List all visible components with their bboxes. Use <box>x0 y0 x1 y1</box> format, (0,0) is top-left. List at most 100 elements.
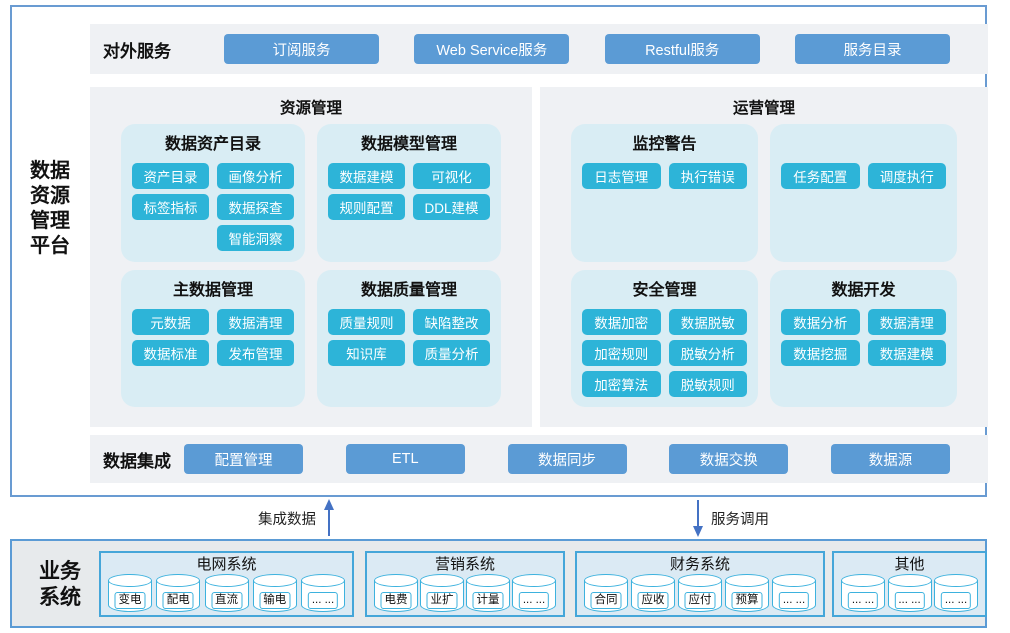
database-cylinder-icon: 计量 <box>466 574 510 612</box>
system-title: 其他 <box>894 556 925 573</box>
publish-mgmt-button[interactable]: 发布管理 <box>217 340 294 366</box>
knowledge-base-button[interactable]: 知识库 <box>328 340 405 366</box>
data-mining-button[interactable]: 数据挖掘 <box>781 340 860 366</box>
database-cylinder-icon: 预算 <box>725 574 769 612</box>
database-cylinder-icon: ... ... <box>512 574 556 612</box>
database-cylinder-icon: 应收 <box>631 574 675 612</box>
subpanel-security-mgmt: 安全管理 数据加密 数据脱敏 加密规则 脱敏分析 加密算法 脱敏规则 <box>571 270 758 407</box>
encryption-algorithm-button[interactable]: 加密算法 <box>582 371 661 397</box>
database-cylinder-icon: 输电 <box>252 574 297 612</box>
service-catalog-button[interactable]: 服务目录 <box>794 34 950 64</box>
business-systems-title: 业务 系统 <box>39 560 81 609</box>
database-cylinder-icon: 合同 <box>584 574 628 612</box>
encryption-rules-button[interactable]: 加密规则 <box>582 340 661 366</box>
database-cylinder-icon: 应付 <box>678 574 722 612</box>
system-box-other: 其他 ... ... ... ... ... ... <box>832 551 987 617</box>
subpanel-data-quality-mgmt: 数据质量管理 质量规则 缺陷整改 知识库 质量分析 <box>317 270 501 407</box>
operations-management-panel: 运营管理 监控警告 日志管理 执行错误 任务配置 调度执行 <box>540 87 988 427</box>
visualization-button[interactable]: 可视化 <box>413 163 490 189</box>
etl-button[interactable]: ETL <box>345 444 465 474</box>
smart-insight-button[interactable]: 智能洞察 <box>217 225 294 251</box>
system-box-power-grid: 电网系统 变电 配电 直流 输电 ... ... <box>99 551 354 617</box>
task-config-button[interactable]: 任务配置 <box>781 163 860 189</box>
data-standard-button[interactable]: 数据标准 <box>132 340 209 366</box>
data-integration-row: 数据集成 配置管理 ETL 数据同步 数据交换 数据源 <box>90 435 988 483</box>
down-arrow-icon <box>693 500 703 537</box>
tag-metrics-button[interactable]: 标签指标 <box>132 194 209 220</box>
schedule-exec-button[interactable]: 调度执行 <box>867 163 946 189</box>
subpanel-title: 主数据管理 <box>172 282 253 299</box>
operations-subpanels: 监控警告 日志管理 执行错误 任务配置 调度执行 安全管理 <box>540 116 988 407</box>
database-cylinder-icon: ... ... <box>772 574 816 612</box>
rule-config-button[interactable]: 规则配置 <box>328 194 405 220</box>
data-cleaning-dev-button[interactable]: 数据清理 <box>867 309 946 335</box>
data-cleaning-button[interactable]: 数据清理 <box>217 309 294 335</box>
defect-fix-button[interactable]: 缺陷整改 <box>413 309 490 335</box>
web-service-button[interactable]: Web Service服务 <box>414 34 570 64</box>
masking-analysis-button[interactable]: 脱敏分析 <box>668 340 747 366</box>
subpanel-title <box>779 133 948 158</box>
subpanel-title: 数据资产目录 <box>164 136 261 153</box>
database-cylinder-icon: ... ... <box>841 574 885 612</box>
system-title: 营销系统 <box>434 556 495 573</box>
log-mgmt-button[interactable]: 日志管理 <box>582 163 661 189</box>
platform-container: 数据 资源 管理 平台 对外服务 订阅服务 Web Service服务 Rest… <box>10 5 988 497</box>
subpanel-master-data-mgmt: 主数据管理 元数据 数据清理 数据标准 发布管理 <box>121 270 305 407</box>
masking-rules-button[interactable]: 脱敏规则 <box>668 371 747 397</box>
flow-integrate-data: 集成数据 <box>258 497 335 539</box>
data-sync-button[interactable]: 数据同步 <box>507 444 627 474</box>
data-encryption-button[interactable]: 数据加密 <box>582 309 661 335</box>
data-exploration-button[interactable]: 数据探查 <box>217 194 294 220</box>
subpanel-title: 安全管理 <box>632 282 697 299</box>
subpanel-monitoring-alert: 监控警告 日志管理 执行错误 <box>571 124 758 262</box>
subpanel-data-model-mgmt: 数据模型管理 数据建模 可视化 规则配置 DDL建模 <box>317 124 501 262</box>
flow-arrows-zone: 集成数据 服务调用 <box>0 497 1010 539</box>
database-cylinder-icon: 电费 <box>374 574 418 612</box>
subpanel-title: 数据质量管理 <box>360 282 457 299</box>
subpanel-task-scheduling: 任务配置 调度执行 <box>770 124 957 262</box>
business-systems-container: 业务 系统 电网系统 变电 配电 直流 输电 ... ... 营销系统 电费 业… <box>10 539 987 628</box>
external-services-buttons: 订阅服务 Web Service服务 Restful服务 服务目录 <box>172 34 988 64</box>
data-integration-buttons: 配置管理 ETL 数据同步 数据交换 数据源 <box>172 444 988 474</box>
system-box-finance: 财务系统 合同 应收 应付 预算 ... ... <box>575 551 825 617</box>
data-source-button[interactable]: 数据源 <box>831 444 950 474</box>
restful-service-button[interactable]: Restful服务 <box>604 34 760 64</box>
system-title: 电网系统 <box>196 556 257 573</box>
asset-catalog-button[interactable]: 资产目录 <box>132 163 209 189</box>
subpanel-data-asset-catalog: 数据资产目录 资产目录 画像分析 标签指标 数据探查 智能洞察 <box>121 124 305 262</box>
database-cylinder-icon: 变电 <box>108 574 152 612</box>
system-box-marketing: 营销系统 电费 业扩 计量 ... ... <box>365 551 565 617</box>
subpanel-title: 数据开发 <box>831 282 896 299</box>
data-modeling-button[interactable]: 数据建模 <box>328 163 405 189</box>
quality-analysis-button[interactable]: 质量分析 <box>413 340 490 366</box>
data-masking-button[interactable]: 数据脱敏 <box>668 309 747 335</box>
resource-panel-title: 资源管理 <box>279 100 342 117</box>
flow-up-label: 集成数据 <box>258 511 316 528</box>
subpanel-data-development: 数据开发 数据分析 数据清理 数据挖掘 数据建模 <box>770 270 957 407</box>
external-services-row: 对外服务 订阅服务 Web Service服务 Restful服务 服务目录 <box>90 24 988 74</box>
config-mgmt-button[interactable]: 配置管理 <box>184 444 303 474</box>
flow-service-call: 服务调用 <box>692 497 769 539</box>
database-cylinder-icon: ... ... <box>301 574 345 612</box>
data-exchange-button[interactable]: 数据交换 <box>669 444 789 474</box>
database-cylinder-icon: ... ... <box>887 574 932 612</box>
subpanel-title: 监控警告 <box>632 136 697 153</box>
subscription-service-button[interactable]: 订阅服务 <box>224 34 379 64</box>
database-cylinder-icon: 直流 <box>204 574 249 612</box>
database-cylinder-icon: 业扩 <box>420 574 464 612</box>
profile-analysis-button[interactable]: 画像分析 <box>217 163 294 189</box>
quality-rules-button[interactable]: 质量规则 <box>328 309 405 335</box>
external-services-label: 对外服务 <box>103 41 171 61</box>
resource-management-panel: 资源管理 数据资产目录 资产目录 画像分析 标签指标 数据探查 智能洞察 数据模… <box>90 87 532 427</box>
data-analysis-button[interactable]: 数据分析 <box>781 309 860 335</box>
database-cylinder-icon: ... ... <box>934 574 978 612</box>
up-arrow-icon <box>324 499 334 536</box>
ddl-modeling-button[interactable]: DDL建模 <box>413 194 490 220</box>
exec-error-button[interactable]: 执行错误 <box>668 163 747 189</box>
data-modeling-dev-button[interactable]: 数据建模 <box>867 340 946 366</box>
subpanel-title: 数据模型管理 <box>360 136 457 153</box>
system-title: 财务系统 <box>669 556 730 573</box>
metadata-button[interactable]: 元数据 <box>132 309 209 335</box>
platform-title: 数据 资源 管理 平台 <box>30 160 70 257</box>
